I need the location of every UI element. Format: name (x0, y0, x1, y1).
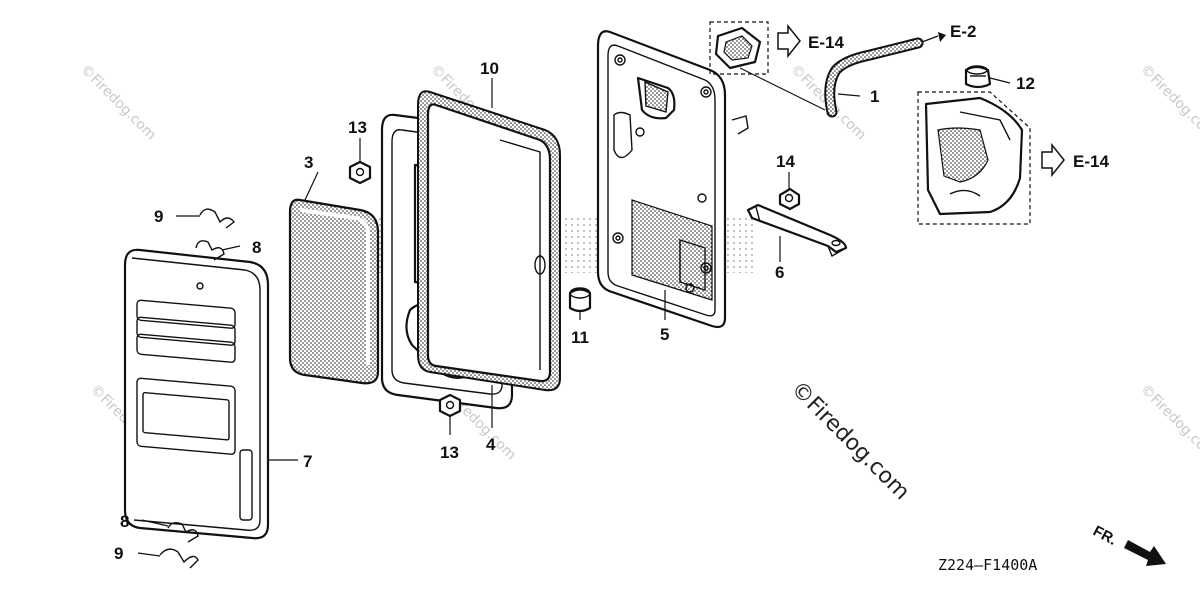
stay-bracket (746, 203, 848, 258)
clip-8-lower (167, 521, 199, 543)
callout-3: 3 (304, 153, 313, 172)
diagram-code: Z224–F1400A (938, 556, 1037, 574)
breather-tube (824, 37, 924, 118)
front-arrow: FR. (1090, 523, 1166, 566)
callout-9-upper: 9 (154, 207, 163, 226)
clip-9-upper (199, 208, 235, 229)
ref-arrow-e14a (777, 23, 801, 59)
clip-9-lower (159, 548, 199, 569)
callout-8-upper: 8 (252, 238, 261, 257)
leader-lines (137, 67, 1011, 557)
collar (568, 287, 592, 313)
clip-8-upper (195, 240, 225, 261)
ref-e14-right: E-14 (1073, 152, 1109, 171)
callout-10: 10 (480, 59, 499, 78)
foam-element (288, 198, 380, 385)
protector-detail (917, 91, 1031, 225)
callout-11: 11 (571, 328, 589, 347)
callout-4: 4 (486, 435, 496, 454)
callout-14: 14 (776, 152, 795, 171)
ref-arrow-e14b (1041, 142, 1065, 178)
nut-14 (778, 187, 801, 211)
callout-12: 12 (1016, 74, 1035, 93)
watermark: ©Firedog.com (1137, 62, 1200, 144)
ref-e2: E-2 (950, 22, 976, 41)
ref-arrowhead-e2 (938, 32, 946, 42)
callout-1: 1 (870, 87, 879, 106)
callout-6: 6 (775, 263, 784, 282)
watermark: ©Firedog.com (1137, 382, 1200, 464)
callout-7: 7 (303, 452, 312, 471)
callout-8-lower: 8 (120, 512, 129, 531)
callout-13-lower: 13 (440, 443, 459, 462)
callout-5: 5 (660, 325, 669, 344)
gasket-detail (709, 21, 769, 75)
nut-13-lower (438, 393, 462, 418)
ref-e14-upper: E-14 (808, 33, 844, 52)
gasket (417, 90, 561, 392)
ref-arrow-e2 (921, 35, 939, 43)
air-cleaner-base (596, 30, 749, 329)
air-cleaner-cover (123, 248, 270, 540)
grommet (964, 65, 992, 89)
watermark: ©Firedog.com (77, 62, 159, 144)
front-label: FR. (1090, 523, 1119, 549)
nut-13-upper (348, 160, 372, 185)
callout-13-upper: 13 (348, 118, 367, 137)
callout-9-lower: 9 (114, 544, 123, 563)
watermark-center: ©Firedog.com (786, 377, 914, 505)
